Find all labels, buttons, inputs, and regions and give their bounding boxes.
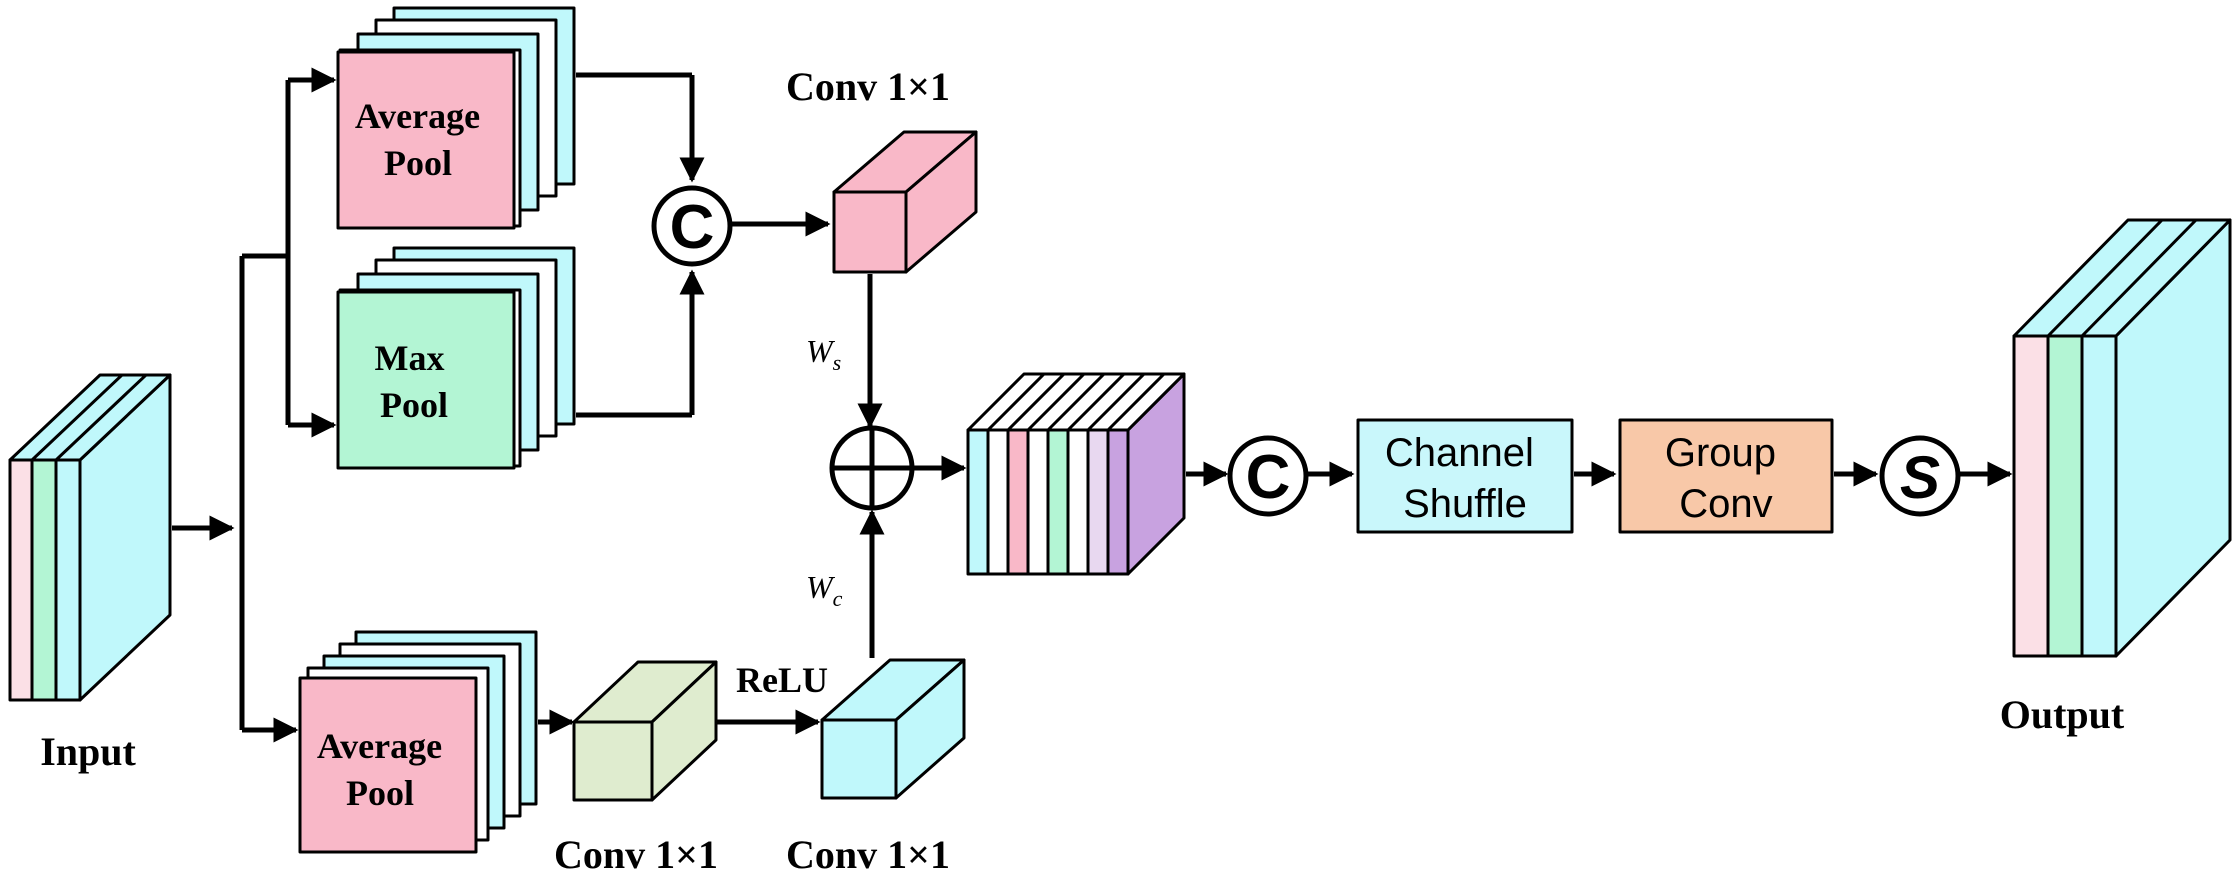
- conv-bottom-2-label: Conv 1×1: [786, 832, 950, 874]
- output-label: Output: [2000, 692, 2125, 737]
- group-conv-block: [1618, 418, 1834, 534]
- avg-pool-top-label: Average Pool: [355, 96, 489, 183]
- conv-top-cube: [832, 130, 978, 274]
- sigmoid-symbol: S: [1900, 444, 1940, 511]
- avg-pool-top-stack: [336, 6, 576, 230]
- channel-shuffle-block: [1356, 418, 1574, 534]
- conv-bottom-2-cube: [820, 658, 966, 800]
- conv-bottom-1-label: Conv 1×1: [554, 832, 718, 874]
- conv-bottom-1-cube: [572, 660, 718, 802]
- concat-top-symbol: C: [670, 193, 715, 262]
- concat-node-right: C: [1227, 435, 1309, 517]
- relu-label: ReLU: [736, 660, 828, 700]
- avg-pool-bottom-stack: [298, 630, 538, 854]
- input-branch-connectors: [172, 67, 337, 743]
- concat-right-symbol: C: [1246, 443, 1291, 512]
- channel-shuffle-label: Channel Shuffle: [1385, 431, 1545, 526]
- wc-label: Wc: [806, 569, 843, 611]
- group-conv-label: Group Conv: [1665, 431, 1787, 526]
- add-node: [829, 425, 915, 511]
- concat-node-top: C: [576, 72, 733, 418]
- feature-stack: [966, 372, 1186, 576]
- max-pool-label: Max Pool: [375, 338, 454, 425]
- sigmoid-node: S: [1879, 435, 1961, 517]
- input-label: Input: [40, 729, 136, 774]
- avg-pool-bottom-label: Average Pool: [317, 726, 451, 813]
- ws-label: Ws: [806, 333, 841, 375]
- conv-top-label: Conv 1×1: [786, 64, 950, 109]
- output-tensor: [2012, 218, 2232, 658]
- max-pool-stack: [336, 246, 576, 470]
- input-tensor: [8, 373, 172, 702]
